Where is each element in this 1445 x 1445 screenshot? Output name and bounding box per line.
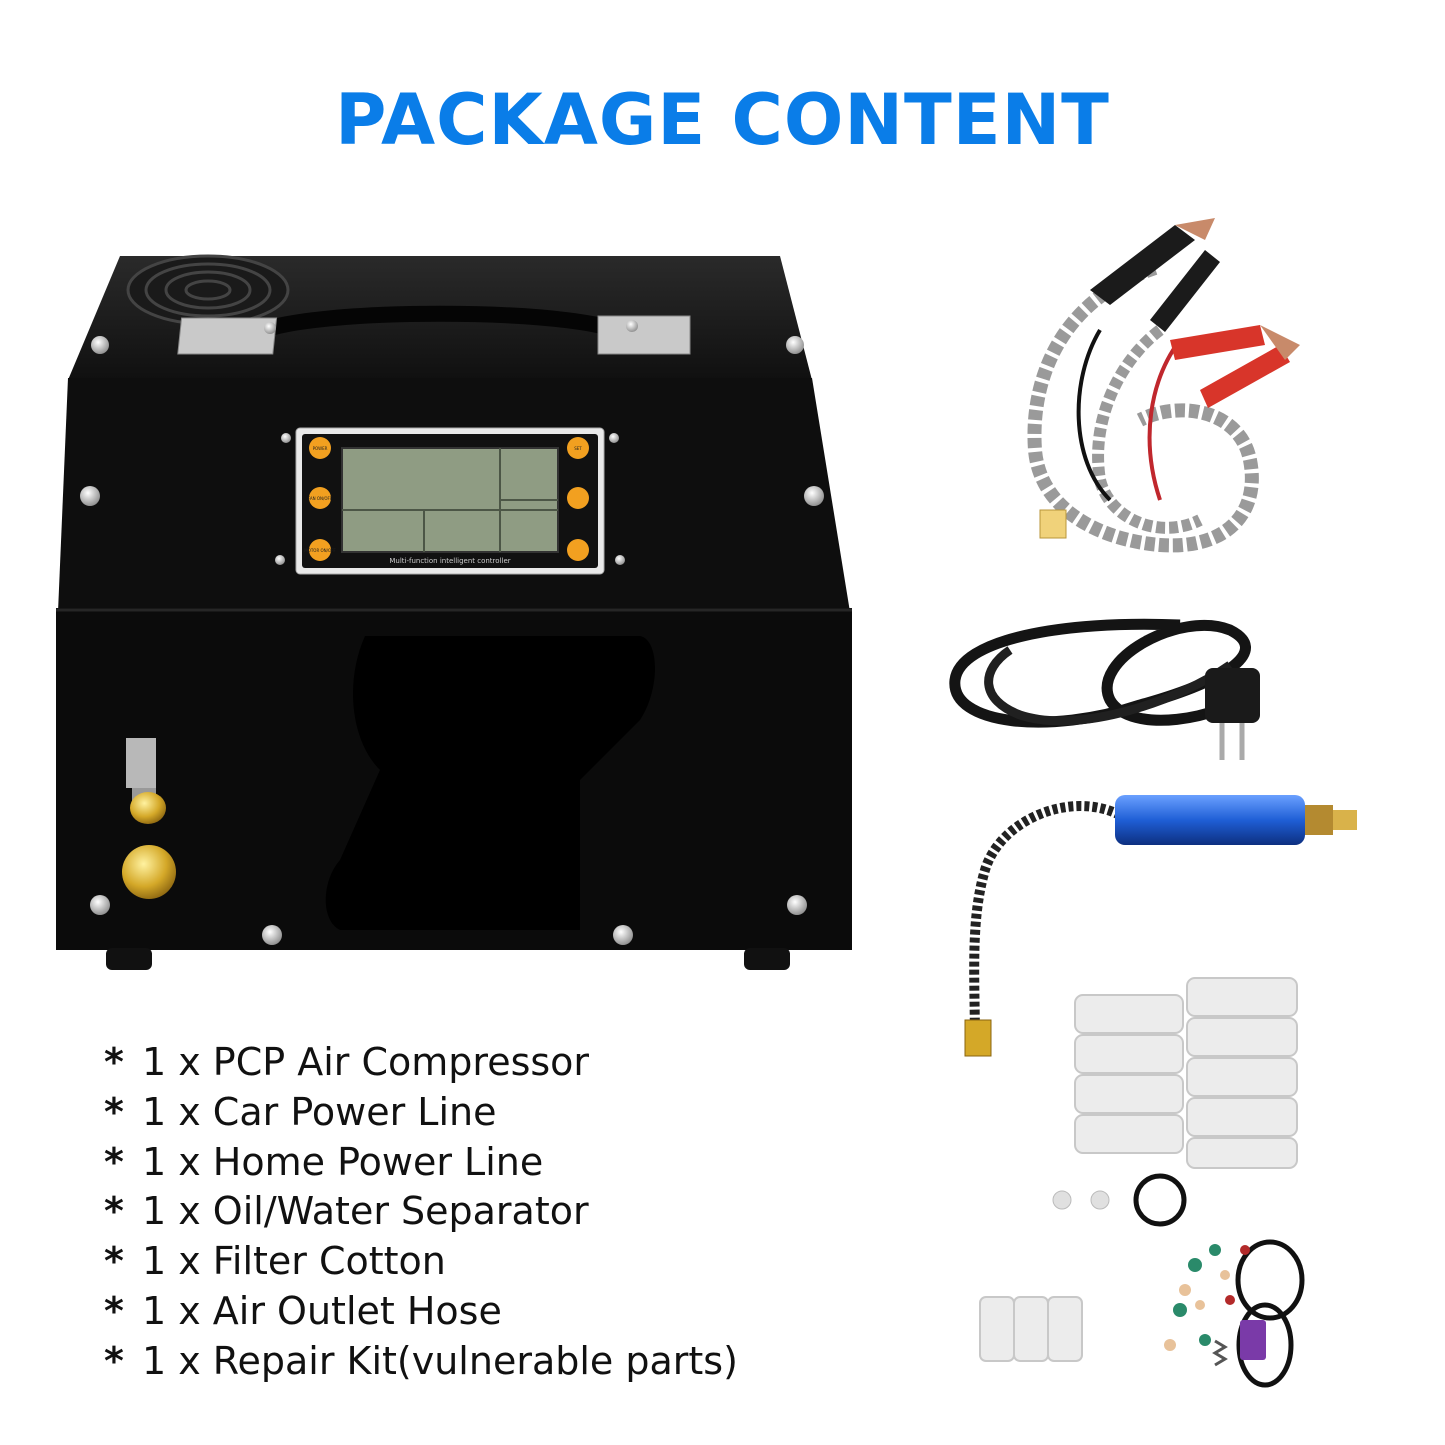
euro-plug [1205,668,1260,723]
separator-cylinder [1115,795,1305,845]
list-bullet: * [104,1239,124,1284]
list-item: * 1 x Oil/Water Separator [104,1187,738,1237]
carry-handle [177,305,691,355]
list-item: * 1 x Filter Cotton [104,1237,738,1287]
list-item: * 1 x Home Power Line [104,1138,738,1188]
black-clamp [1090,218,1220,332]
xt60-connector [1039,509,1067,539]
list-bullet: * [104,1189,124,1234]
list-item-text: 1 x Repair Kit(vulnerable parts) [141,1338,738,1383]
page-title: PACKAGE CONTENT [335,79,1110,161]
motor-button-label: MOTOR ON/OFF [304,548,336,553]
list-bullet: * [104,1139,124,1184]
list-item-text: 1 x Car Power Line [141,1089,497,1134]
package-contents-list: * 1 x PCP Air Compressor * 1 x Car Power… [104,1038,738,1387]
list-item: * 1 x Air Outlet Hose [104,1287,738,1337]
fan-grille [126,254,290,326]
list-item: * 1 x Car Power Line [104,1088,738,1138]
list-item: * 1 x PCP Air Compressor [104,1038,738,1088]
list-item-text: 1 x PCP Air Compressor [141,1040,590,1084]
front-label-area [325,636,655,930]
control-panel: Multi-function intelligent controller PO… [275,427,625,575]
list-item-text: 1 x Home Power Line [141,1139,544,1184]
fan-button-label: FAN ON/OFF [308,496,333,501]
set-button-label: SET [574,446,582,451]
list-bullet: * [104,1288,124,1333]
list-item-text: 1 x Filter Cotton [141,1239,446,1284]
list-item-text: 1 x Air Outlet Hose [141,1288,502,1333]
list-item-text: 1 x Oil/Water Separator [141,1189,589,1234]
list-bullet: * [104,1040,124,1084]
power-button-label: POWER [313,446,328,451]
list-bullet: * [104,1089,124,1134]
controller-label: Multi-function intelligent controller [389,557,510,565]
outlet-valve [122,738,176,899]
list-item: * 1 x Repair Kit(vulnerable parts) [104,1337,738,1387]
red-clamp [1170,325,1300,408]
list-bullet: * [104,1338,124,1383]
